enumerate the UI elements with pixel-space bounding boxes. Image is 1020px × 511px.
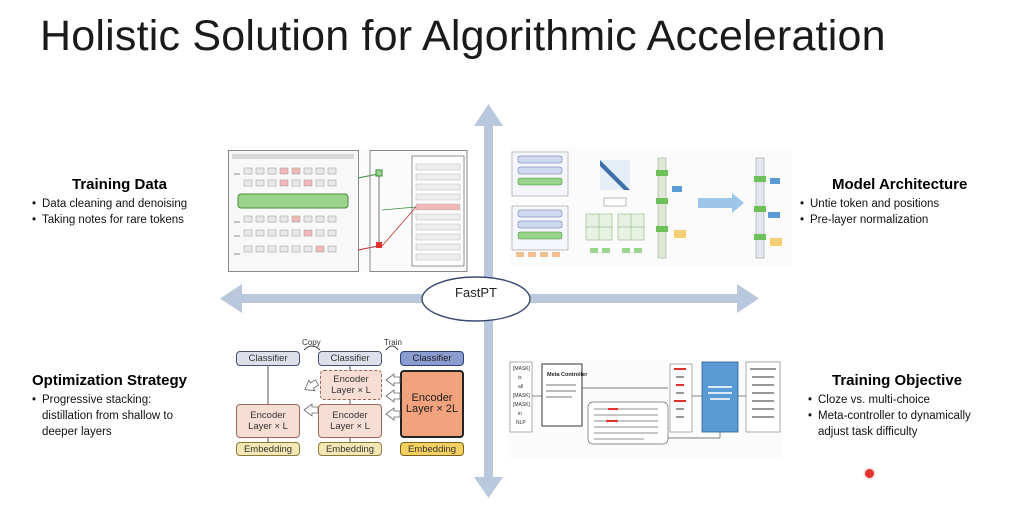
encoder-layers-label: Layer × L [248,421,288,432]
fastpt-ellipse [421,276,531,322]
embedding-box-active: Embedding [400,442,464,456]
arrow-left-icon [220,284,242,313]
bullet-item: Taking notes for rare tokens [32,212,187,228]
training-data-title: Training Data [72,176,168,193]
bullet-item: Meta-controller to dynamically [808,408,971,424]
fastpt-label: FastPT [455,285,497,300]
encoder-label: Encoder [411,392,453,404]
bullet-continuation: distillation from shallow to [42,410,174,422]
encoder-stack-deep: Encoder Layer × 2L [400,370,464,438]
copy-label: Copy [302,338,321,347]
train-label: Train [384,338,402,347]
optimization-connectors [267,345,401,442]
token-text: [MASK] [513,366,531,372]
arrow-down-icon [474,477,503,498]
classifier-box: Classifier [318,351,382,366]
training-data-figure [228,150,468,272]
encoder-stack-top: Encoder Layer × L [320,370,382,400]
token-text: [MASK] [513,393,531,399]
encoder-label: Encoder [250,410,286,421]
classifier-box-active: Classifier [400,351,464,366]
encoder-stack-bottom: Encoder Layer × L [318,404,382,438]
arrow-right-icon [737,284,759,313]
encoder-layers-label: Layer × L [330,421,370,432]
slide-title: Holistic Solution for Algorithmic Accele… [40,12,886,60]
token-text: in [518,411,522,417]
training-data-bullets: Data cleaning and denoising Taking notes… [32,196,187,228]
arrow-up-icon [474,104,503,126]
embedding-box: Embedding [318,442,382,456]
optimization-strategy-title: Optimization Strategy [32,372,188,389]
encoder-stack-shallow: Encoder Layer × L [236,404,300,438]
bullet-item: Pre-layer normalization [800,212,939,228]
encoder-layers-label: Layer × 2L [405,403,459,415]
bullet-item: Cloze vs. multi-choice [808,392,971,408]
training-objective-title: Training Objective [832,372,963,389]
encoder-layers-label: Layer × L [331,385,371,396]
token-text: NLP [516,420,526,426]
training-objective-figure: [MASK] is all [MASK] [MASK] in NLP Meta … [508,360,782,458]
bullet-continuation: adjust task difficulty [818,426,918,438]
bullet-continuation: deeper layers [42,426,112,438]
embedding-box: Embedding [236,442,300,456]
encoder-label: Encoder [333,374,369,385]
token-text: [MASK] [513,402,531,408]
model-architecture-figure [510,148,792,266]
training-objective-bullets: Cloze vs. multi-choice Meta-controller t… [808,392,971,440]
token-text: is [518,375,522,381]
meta-controller-text: Meta Controller [547,372,588,378]
encoder-label: Encoder [332,410,368,421]
model-architecture-bullets: Untie token and positions Pre-layer norm… [800,196,939,228]
token-text: all [518,384,523,390]
optimization-strategy-bullets: Progressive stacking: distillation from … [32,392,173,440]
laser-pointer-dot [865,469,874,478]
bullet-item: Data cleaning and denoising [32,196,187,212]
model-architecture-title: Model Architecture [832,176,968,193]
bullet-item: Untie token and positions [800,196,939,212]
bullet-item: Progressive stacking: [32,392,173,408]
classifier-box: Classifier [236,351,300,366]
